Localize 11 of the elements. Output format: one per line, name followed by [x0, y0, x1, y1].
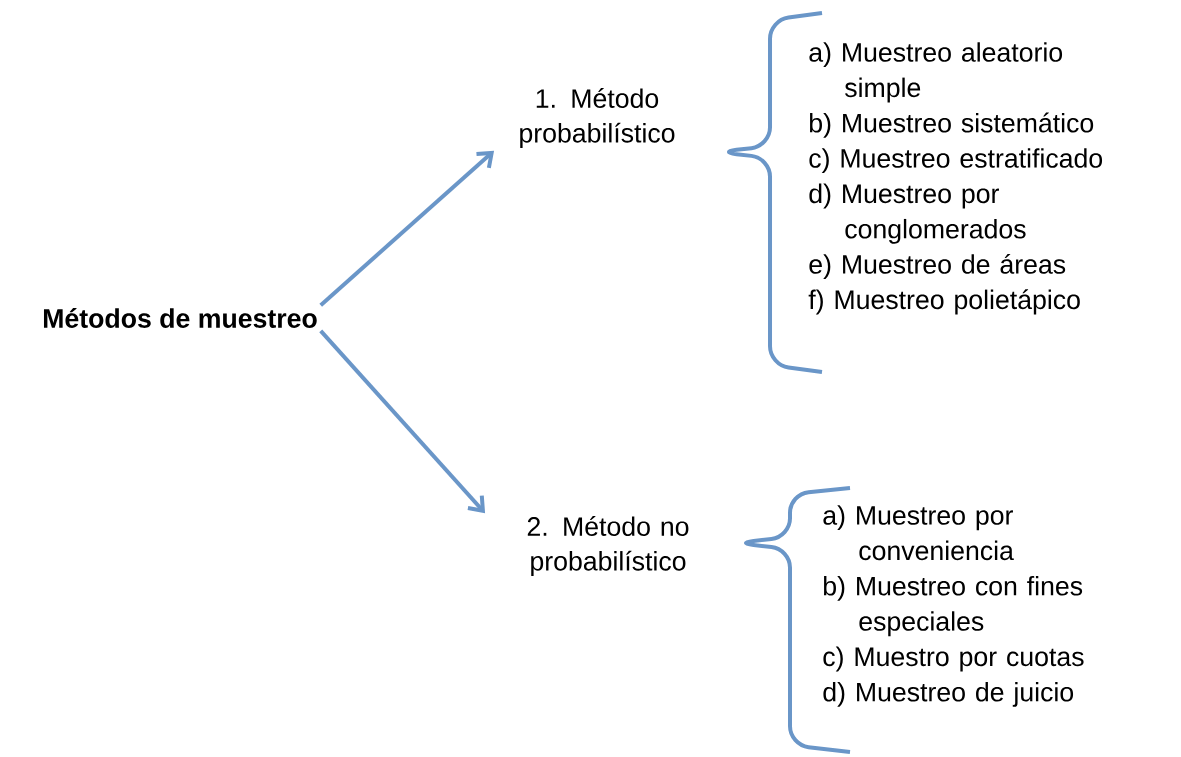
arrow — [319, 329, 486, 514]
branch-text: 2. Método no probabilístico — [527, 516, 689, 576]
arrow — [319, 150, 495, 307]
list-item: e) Muestreo de áreas — [809, 253, 1066, 280]
list-item: f) Muestreo polietápico — [808, 289, 1080, 315]
branch-text: 1. Método probabilístico — [520, 88, 675, 148]
list-item: b) Muestreo sistemático — [810, 112, 1094, 138]
list-item: c) Muestro por cuotas — [823, 646, 1084, 672]
list-item: c) Muestreo estratificado — [809, 148, 1103, 174]
heading-text: Métodos de muestreo — [44, 308, 317, 328]
list-item: d) Muestreo de juicio — [823, 681, 1074, 707]
